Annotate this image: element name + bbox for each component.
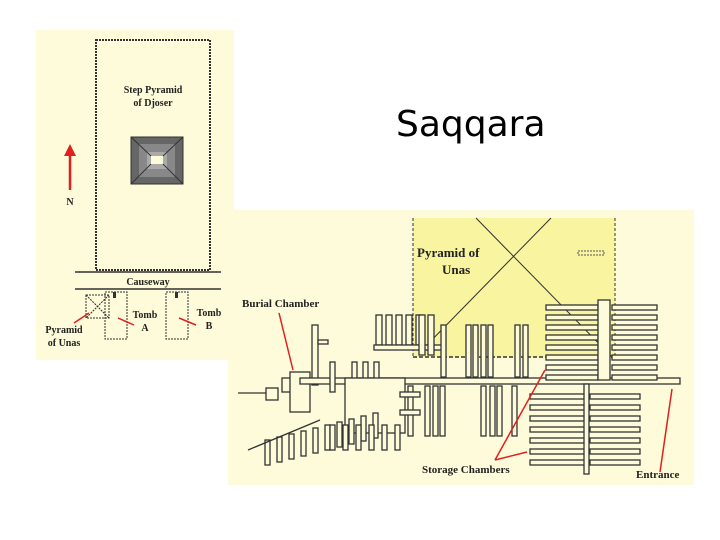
unas-label-2: of Unas bbox=[48, 338, 81, 349]
pyramid-footprint bbox=[413, 218, 615, 357]
chamber bbox=[545, 374, 599, 381]
chamber bbox=[545, 304, 599, 311]
north-label: N bbox=[66, 197, 74, 208]
chamber bbox=[611, 324, 658, 331]
chamber bbox=[276, 436, 283, 463]
chamber bbox=[496, 385, 503, 437]
pyramid-label-1: Pyramid of bbox=[417, 245, 480, 260]
chamber bbox=[529, 459, 586, 466]
chamber bbox=[288, 433, 295, 460]
chamber bbox=[395, 314, 403, 346]
chamber bbox=[529, 437, 586, 444]
chamber bbox=[489, 385, 496, 437]
chamber bbox=[589, 415, 641, 422]
pyramid-label-2: Unas bbox=[442, 262, 470, 277]
chamber bbox=[611, 344, 658, 351]
tomb-a-label-1: Tomb bbox=[133, 310, 158, 321]
chamber bbox=[529, 393, 586, 400]
storage-chambers-label: Storage Chambers bbox=[422, 464, 510, 476]
chamber bbox=[589, 459, 641, 466]
chamber bbox=[348, 418, 355, 445]
chamber bbox=[300, 430, 307, 457]
chamber bbox=[611, 354, 658, 361]
chamber bbox=[487, 324, 494, 378]
chamber bbox=[611, 334, 658, 341]
chamber bbox=[264, 439, 271, 466]
chamber bbox=[399, 391, 421, 398]
chamber bbox=[439, 385, 446, 437]
chamber bbox=[329, 424, 336, 451]
chamber bbox=[360, 415, 367, 442]
djoser-enclosure bbox=[95, 39, 211, 271]
chamber bbox=[529, 426, 586, 433]
djoser-label-2: of Djoser bbox=[133, 98, 173, 109]
chamber bbox=[529, 404, 586, 411]
chamber bbox=[394, 424, 401, 451]
chamber bbox=[405, 314, 413, 346]
step-pyramid-icon bbox=[130, 136, 184, 185]
chamber bbox=[355, 424, 362, 451]
chamber bbox=[545, 344, 599, 351]
chamber bbox=[589, 437, 641, 444]
chamber bbox=[545, 334, 599, 341]
entrance-label: Entrance bbox=[636, 469, 680, 481]
chamber bbox=[529, 415, 586, 422]
chamber bbox=[427, 314, 435, 356]
burial-chamber bbox=[265, 387, 279, 401]
chamber bbox=[589, 404, 641, 411]
chamber bbox=[324, 424, 331, 451]
chamber bbox=[424, 385, 431, 437]
chamber bbox=[611, 374, 658, 381]
chamber bbox=[589, 393, 641, 400]
storage-spine bbox=[597, 299, 611, 381]
chamber bbox=[381, 424, 388, 451]
north-arrow-icon bbox=[64, 144, 76, 190]
chamber bbox=[545, 324, 599, 331]
chamber bbox=[611, 314, 658, 321]
unas-label-1: Pyramid bbox=[45, 325, 83, 336]
chamber bbox=[418, 314, 426, 356]
chamber bbox=[611, 364, 658, 371]
chamber bbox=[432, 385, 439, 437]
chamber bbox=[317, 339, 329, 345]
chamber bbox=[514, 324, 521, 378]
chamber bbox=[312, 427, 319, 454]
causeway-label: Causeway bbox=[126, 277, 169, 288]
tomb-plan-image: Pyramid of Unas Burial Chamber Storage C… bbox=[228, 210, 694, 485]
chamber bbox=[589, 426, 641, 433]
annotation-lines bbox=[278, 312, 673, 473]
chamber bbox=[342, 424, 349, 451]
burial-chamber-label: Burial Chamber bbox=[242, 298, 319, 310]
chamber bbox=[336, 421, 343, 448]
storage-spine-south bbox=[583, 383, 590, 475]
chamber bbox=[311, 324, 319, 386]
chamber bbox=[522, 324, 529, 378]
chamber bbox=[589, 448, 641, 455]
tomb-a-label-2: A bbox=[141, 323, 149, 334]
site-plan-image: Step Pyramid of Djoser N Causeway Pyrami… bbox=[36, 30, 234, 360]
chamber bbox=[385, 314, 393, 346]
tomb-b-label-2: B bbox=[206, 321, 213, 332]
chamber bbox=[480, 385, 487, 437]
chamber bbox=[368, 424, 375, 451]
main-corridor bbox=[299, 377, 681, 385]
tomb-b-label-1: Tomb bbox=[197, 308, 222, 319]
chamber bbox=[545, 314, 599, 321]
chamber bbox=[329, 361, 336, 393]
chamber bbox=[399, 409, 421, 416]
chamber bbox=[611, 304, 658, 311]
chamber bbox=[440, 324, 447, 378]
slide-title: Saqqara bbox=[396, 104, 546, 145]
chamber bbox=[375, 314, 383, 346]
chamber bbox=[511, 385, 518, 437]
chamber bbox=[545, 364, 599, 371]
chamber bbox=[480, 324, 487, 378]
chamber bbox=[472, 324, 479, 378]
chamber bbox=[465, 324, 472, 378]
chamber bbox=[529, 448, 586, 455]
djoser-label-1: Step Pyramid bbox=[124, 85, 183, 96]
chamber bbox=[545, 354, 599, 361]
